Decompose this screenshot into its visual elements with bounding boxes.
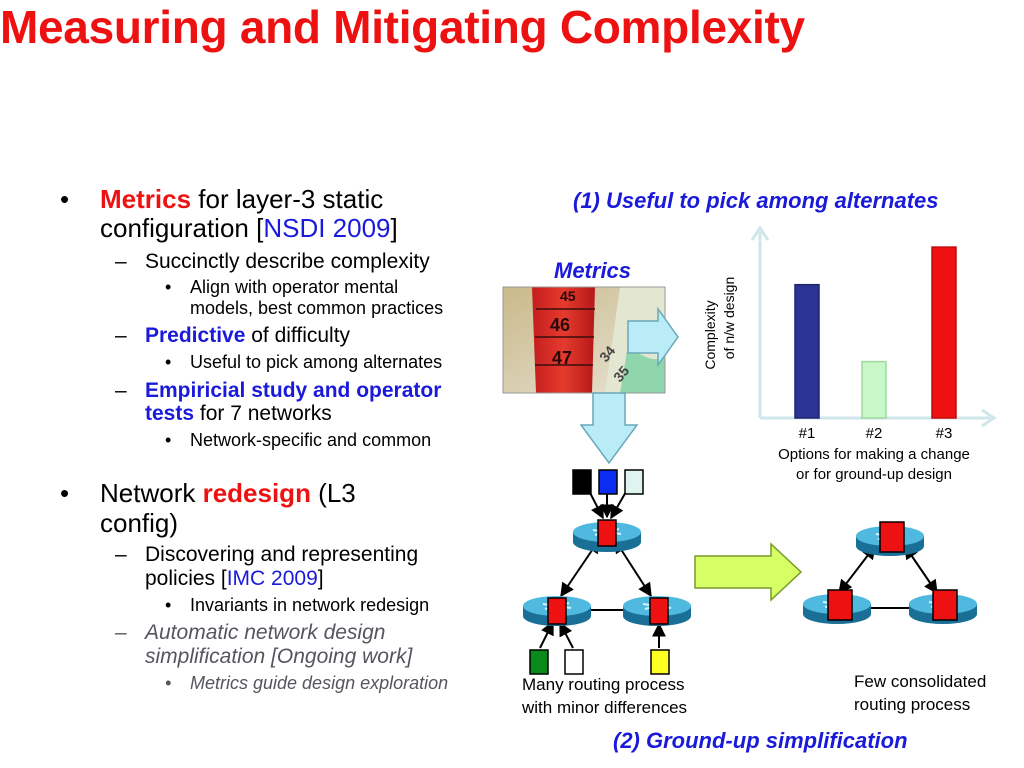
routing-process-box-icon: [827, 589, 853, 621]
sub-sub-useful: Useful to pick among alternates: [190, 352, 443, 372]
dash-marker: –: [115, 324, 127, 347]
routing-process-box-icon: [547, 597, 567, 625]
sub-sub-align-line1: Align with operator mental: [190, 277, 399, 297]
routing-process-box-icon: [624, 469, 644, 495]
routing-process-box-icon: [572, 469, 592, 495]
nsdi-citation-link[interactable]: NSDI 2009: [263, 213, 391, 243]
sub-bullet-empirical-line2: tests for 7 networks: [145, 402, 332, 425]
bullet-marker: •: [60, 184, 70, 214]
sub-bullet-automatic-line2: simplification [Ongoing work]: [145, 645, 413, 668]
routing-process-box-icon: [597, 519, 617, 547]
bullet-redesign-line1: Network redesign (L3: [100, 478, 356, 508]
sub-bullet-empirical-line1: Empiricial study and operator: [145, 379, 442, 402]
bullet-marker: •: [60, 478, 70, 508]
routing-process-box-icon: [879, 521, 905, 553]
x-tick-label: #2: [866, 425, 883, 442]
tape-number: 45: [560, 288, 576, 304]
bullet-redesign-line2: config): [100, 508, 179, 538]
sub-bullet-automatic-line1: Automatic network design: [145, 621, 386, 644]
sub-sub-metrics-guide: Metrics guide design exploration: [190, 673, 449, 693]
sub-bullet-succinct: Succinctly describe complexity: [145, 250, 430, 273]
bar-option-3: [931, 246, 957, 419]
y-axis-arrowhead: [750, 225, 770, 241]
dot-marker: •: [165, 277, 172, 297]
x-axis-label-line1: Options for making a change: [778, 446, 970, 463]
routing-process-box-icon: [564, 649, 584, 675]
x-tick-label: #3: [936, 425, 953, 442]
y-axis-label-line2: of n/w design: [721, 277, 737, 360]
few-process-graph: [802, 521, 978, 625]
bar-option-1: [794, 283, 820, 419]
network-redesign-diagram: [522, 469, 978, 675]
metrics-illustration: 45 46 47 34 35: [502, 286, 679, 465]
sub-bullet-discovering-line2: policies [IMC 2009]: [145, 567, 324, 590]
x-tick-label: #1: [799, 425, 816, 442]
down-arrow-icon: [579, 392, 639, 465]
dash-marker: –: [115, 379, 127, 402]
sub-sub-network-specific: Network-specific and common: [190, 430, 432, 450]
page-title: Measuring and Mitigating Complexity: [0, 1, 805, 53]
x-axis-arrowhead: [981, 408, 997, 428]
tape-number: 47: [552, 348, 572, 368]
many-process-graph: [522, 469, 692, 675]
dot-marker: •: [165, 595, 172, 615]
routing-process-box-icon: [650, 649, 670, 675]
routing-process-box-icon: [649, 597, 669, 625]
dot-marker: •: [165, 352, 172, 372]
y-axis-label-line1: Complexity: [702, 300, 718, 369]
useful-caption: (1) Useful to pick among alternates: [573, 188, 939, 213]
dash-marker: –: [115, 543, 127, 566]
sub-bullet-discovering-line1: Discovering and representing: [145, 543, 419, 566]
x-axis-label-line2: or for ground-up design: [796, 466, 952, 483]
dash-marker: –: [115, 250, 127, 273]
complexity-bar-chart: #1 #2 #3 Options for making a change or …: [702, 225, 997, 483]
right-arrow-icon: [627, 306, 679, 368]
routing-process-box-icon: [529, 649, 549, 675]
sub-sub-align-line2: models, best common practices: [190, 298, 444, 318]
right-arrow-icon: [694, 542, 803, 602]
bar-option-2: [861, 360, 887, 419]
measuring-tape-photo: 45 46 47 34 35: [502, 286, 666, 394]
dash-marker: –: [115, 621, 127, 644]
sub-bullet-predictive: Predictive of difficulty: [145, 324, 351, 347]
imc-citation-link[interactable]: IMC 2009: [226, 567, 318, 590]
ground-up-caption: (2) Ground-up simplification: [613, 728, 908, 753]
bullet-metrics-line2: configuration [NSDI 2009]: [100, 213, 398, 243]
tape-number: 46: [550, 315, 570, 335]
routing-process-box-icon: [932, 589, 958, 621]
metrics-label: Metrics: [554, 258, 632, 283]
dot-marker: •: [165, 430, 172, 450]
dot-marker: •: [165, 673, 172, 693]
sub-sub-invariants: Invariants in network redesign: [190, 595, 430, 615]
bullet-metrics-line1: Metrics for layer-3 static: [100, 184, 384, 214]
routing-process-box-icon: [598, 469, 618, 495]
